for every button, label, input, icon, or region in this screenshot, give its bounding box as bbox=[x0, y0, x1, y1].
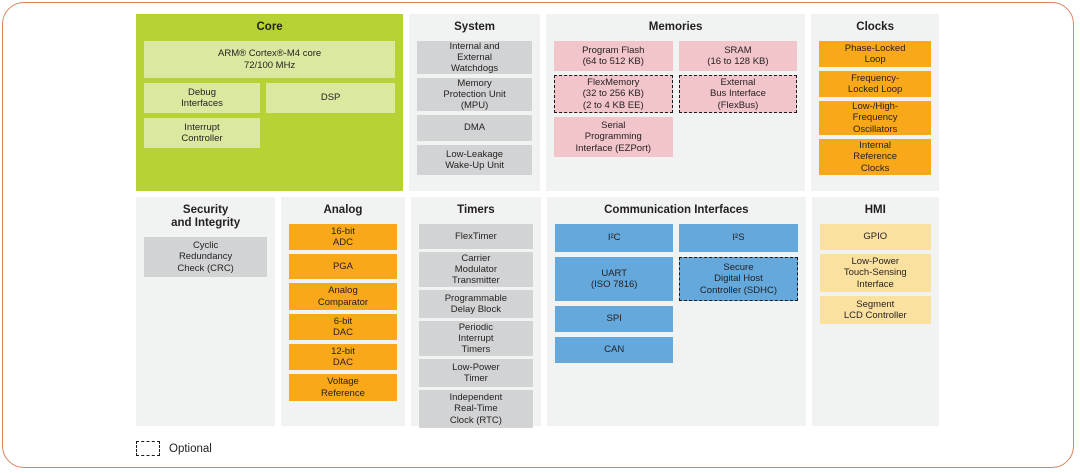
memories-body: Program Flash (64 to 512 KB) FlexMemory … bbox=[553, 41, 798, 183]
panel-core: Core ARM® Cortex®-M4 core 72/100 MHz Deb… bbox=[136, 14, 404, 191]
panel-title-hmi: HMI bbox=[864, 204, 886, 216]
dashed-outline-icon bbox=[136, 441, 160, 456]
block-dma: DMA bbox=[417, 115, 532, 141]
block-carrier-modulator-transmitter: Carrier Modulator Transmitter bbox=[418, 252, 534, 287]
block-voltage-reference: Voltage Reference bbox=[289, 374, 397, 401]
block-6-bit-dac: 6-bit DAC bbox=[289, 314, 397, 340]
block-low-power-timer: Low-Power Timer bbox=[418, 359, 534, 387]
block-oscillators: Low-/High- Frequency Oscillators bbox=[819, 101, 932, 135]
block-crc: Cyclic Redundancy Check (CRC) bbox=[144, 237, 268, 277]
hmi-block-list: GPIO Low-Power Touch-Sensing Interface S… bbox=[819, 224, 931, 324]
panel-memories: Memories Program Flash (64 to 512 KB) Fl… bbox=[545, 14, 806, 191]
panel-title-security: Security and Integrity bbox=[171, 204, 241, 229]
block-i2s: I²S bbox=[679, 224, 798, 252]
block-rtc: Independent Real-Time Clock (RTC) bbox=[418, 390, 534, 428]
security-block-list: Cyclic Redundancy Check (CRC) bbox=[144, 237, 268, 277]
block-programmable-delay-block: Programmable Delay Block bbox=[418, 290, 534, 318]
panel-title-timers: Timers bbox=[457, 204, 495, 216]
block-i2c: I²C bbox=[555, 224, 674, 252]
block-can: CAN bbox=[555, 337, 674, 363]
panel-communication-interfaces: Communication Interfaces I²C UART (ISO 7… bbox=[547, 197, 806, 426]
legend-optional-label: Optional bbox=[169, 442, 212, 455]
block-flextimer: FlexTimer bbox=[418, 224, 534, 249]
panel-title-system: System bbox=[454, 21, 496, 33]
legend: Optional bbox=[136, 441, 212, 456]
block-debug-interfaces: Debug Interfaces bbox=[144, 83, 260, 113]
block-12-bit-dac: 12-bit DAC bbox=[289, 344, 397, 370]
memories-right-column: SRAM (16 to 128 KB) External Bus Interfa… bbox=[678, 41, 798, 183]
panel-title-core: Core bbox=[256, 21, 283, 33]
block-analog-comparator: Analog Comparator bbox=[289, 283, 397, 310]
block-internal-reference-clocks: Internal Reference Clocks bbox=[819, 139, 932, 175]
panel-clocks: Clocks Phase-Locked Loop Frequency- Lock… bbox=[811, 14, 940, 191]
block-ezport: Serial Programming Interface (EZPort) bbox=[553, 117, 673, 157]
timers-block-list: FlexTimer Carrier Modulator Transmitter … bbox=[418, 224, 534, 428]
panel-title-communication-interfaces: Communication Interfaces bbox=[604, 204, 749, 216]
block-flexbus: External Bus Interface (FlexBus) bbox=[678, 75, 798, 113]
panel-timers: Timers FlexTimer Carrier Modulator Trans… bbox=[410, 197, 542, 428]
panel-title-memories: Memories bbox=[648, 21, 703, 33]
system-block-list: Internal and External Watchdogs Memory P… bbox=[417, 41, 532, 183]
communication-body: I²C UART (ISO 7816) SPI CAN I²S Secure D… bbox=[555, 224, 798, 363]
block-phase-locked-loop: Phase-Locked Loop bbox=[819, 41, 932, 67]
block-pga: PGA bbox=[289, 254, 397, 279]
mcu-block-diagram: Core ARM® Cortex®-M4 core 72/100 MHz Deb… bbox=[136, 14, 940, 428]
panel-analog: Analog 16-bit ADC PGA Analog Comparator … bbox=[281, 197, 405, 426]
block-interrupt-controller: Interrupt Controller bbox=[144, 118, 260, 148]
block-segment-lcd-controller: Segment LCD Controller bbox=[819, 296, 931, 324]
block-program-flash: Program Flash (64 to 512 KB) bbox=[553, 41, 673, 71]
diagram-row-bottom: Security and Integrity Cyclic Redundancy… bbox=[136, 197, 939, 428]
panel-security-and-integrity: Security and Integrity Cyclic Redundancy… bbox=[136, 197, 276, 426]
block-uart: UART (ISO 7816) bbox=[555, 257, 674, 301]
block-periodic-interrupt-timers: Periodic Interrupt Timers bbox=[418, 321, 534, 356]
block-touch-sensing-interface: Low-Power Touch-Sensing Interface bbox=[819, 254, 931, 292]
panel-system: System Internal and External Watchdogs M… bbox=[409, 14, 540, 191]
communication-left-column: I²C UART (ISO 7816) SPI CAN bbox=[555, 224, 674, 363]
communication-right-column: I²S Secure Digital Host Controller (SDHC… bbox=[679, 224, 798, 363]
memories-left-column: Program Flash (64 to 512 KB) FlexMemory … bbox=[553, 41, 673, 183]
block-spi: SPI bbox=[555, 306, 674, 332]
block-flexmemory: FlexMemory (32 to 256 KB) (2 to 4 KB EE) bbox=[553, 75, 673, 113]
block-gpio: GPIO bbox=[819, 224, 931, 250]
block-dsp: DSP bbox=[266, 83, 396, 113]
analog-block-list: 16-bit ADC PGA Analog Comparator 6-bit D… bbox=[289, 224, 397, 401]
panel-title-analog: Analog bbox=[323, 204, 363, 216]
block-sram: SRAM (16 to 128 KB) bbox=[678, 41, 798, 71]
panel-hmi: HMI GPIO Low-Power Touch-Sensing Interfa… bbox=[811, 197, 939, 426]
diagram-frame: Core ARM® Cortex®-M4 core 72/100 MHz Deb… bbox=[2, 2, 1074, 468]
block-sdhc: Secure Digital Host Controller (SDHC) bbox=[679, 257, 798, 301]
block-watchdogs: Internal and External Watchdogs bbox=[417, 41, 532, 74]
block-mpu: Memory Protection Unit (MPU) bbox=[417, 78, 532, 111]
block-frequency-locked-loop: Frequency- Locked Loop bbox=[819, 71, 932, 97]
panel-title-clocks: Clocks bbox=[856, 21, 894, 33]
diagram-row-top: Core ARM® Cortex®-M4 core 72/100 MHz Deb… bbox=[136, 14, 940, 191]
block-low-leakage-wakeup-unit: Low-Leakage Wake-Up Unit bbox=[417, 145, 532, 175]
clocks-block-list: Phase-Locked Loop Frequency- Locked Loop… bbox=[819, 41, 932, 183]
block-16-bit-adc: 16-bit ADC bbox=[289, 224, 397, 250]
block-arm-cortex-m4-core: ARM® Cortex®-M4 core 72/100 MHz bbox=[144, 41, 396, 78]
